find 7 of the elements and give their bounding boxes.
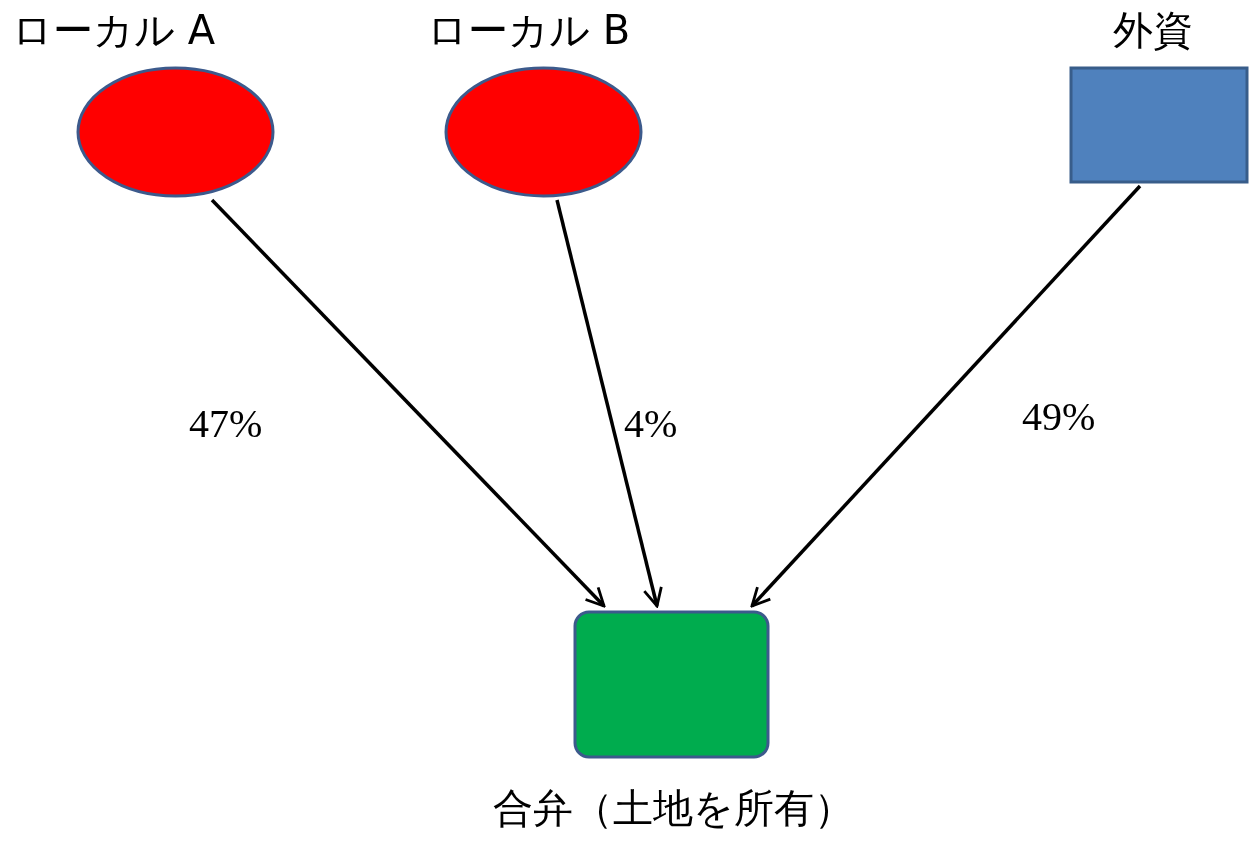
arrow: [750, 184, 1142, 608]
node-label: ローカル B: [427, 8, 631, 52]
node-label: 合弁（土地を所有）: [493, 786, 854, 830]
arrow: [210, 198, 606, 608]
node-label: 外資: [1113, 8, 1193, 52]
arrow: [555, 199, 663, 608]
node-label: ローカル A: [12, 8, 216, 52]
